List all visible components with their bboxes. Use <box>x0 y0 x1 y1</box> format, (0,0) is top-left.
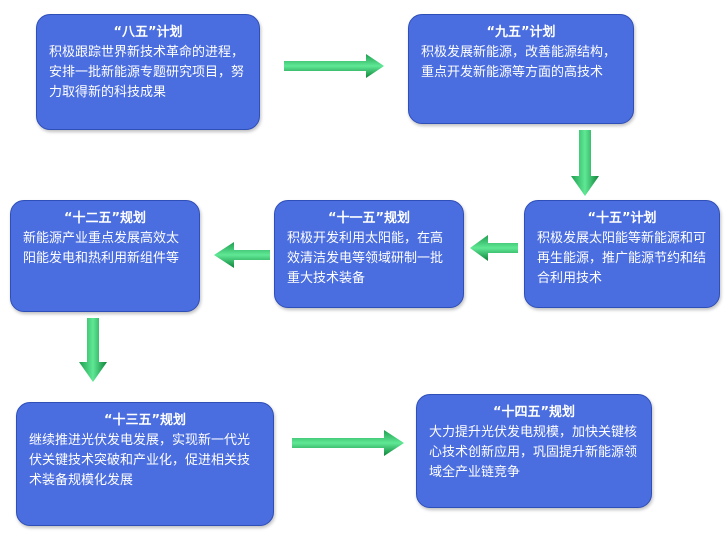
node-title: “八五”计划 <box>113 25 183 40</box>
node-body: 积极开发利用太阳能，在高效清洁发电等领域研制一批重大技术装备 <box>287 231 444 286</box>
node-13th-five-year-plan: “十三五”规划 继续推进光伏发电发展，实现新一代光伏关键技术突破和产业化，促进相… <box>16 402 274 526</box>
arrow-down-2 <box>79 318 107 382</box>
node-title: “九五”计划 <box>486 25 556 40</box>
arrow-left-2 <box>214 242 270 268</box>
node-11th-five-year-plan: “十一五”规划 积极开发利用太阳能，在高效清洁发电等领域研制一批重大技术装备 <box>274 200 464 308</box>
node-body: 积极发展太阳能等新能源和可再生能源，推广能源节约和结合利用技术 <box>537 231 707 286</box>
node-8th-five-year-plan: “八五”计划 积极跟踪世界新技术革命的进程，安排一批新能源专题研究项目，努力取得… <box>36 14 260 130</box>
arrow-right-1 <box>284 54 384 78</box>
node-title: “十五”计划 <box>587 211 657 226</box>
node-14th-five-year-plan: “十四五”规划 大力提升光伏发电规模，加快关键核心技术创新应用，巩固提升新能源领… <box>416 394 652 508</box>
node-title: “十一五”规划 <box>327 211 411 226</box>
node-title: “十三五”规划 <box>103 413 187 428</box>
node-body: 积极跟踪世界新技术革命的进程，安排一批新能源专题研究项目，努力取得新的科技成果 <box>49 45 245 100</box>
node-title: “十四五”规划 <box>492 405 576 420</box>
node-9th-five-year-plan: “九五”计划 积极发展新能源，改善能源结构，重点开发新能源等方面的高技术 <box>408 14 634 124</box>
arrow-down-1 <box>571 130 599 196</box>
node-body: 继续推进光伏发电发展，实现新一代光伏关键技术突破和产业化，促进相关技术装备规模化… <box>29 433 251 488</box>
node-10th-five-year-plan: “十五”计划 积极发展太阳能等新能源和可再生能源，推广能源节约和结合利用技术 <box>524 200 720 308</box>
node-12th-five-year-plan: “十二五”规划 新能源产业重点发展高效太阳能发电和热利用新组件等 <box>10 200 200 312</box>
node-body: 积极发展新能源，改善能源结构，重点开发新能源等方面的高技术 <box>421 45 617 80</box>
node-body: 新能源产业重点发展高效太阳能发电和热利用新组件等 <box>23 231 180 266</box>
node-title: “十二五”规划 <box>63 211 147 226</box>
arrow-left-1 <box>470 235 518 261</box>
node-body: 大力提升光伏发电规模，加快关键核心技术创新应用，巩固提升新能源领域全产业链竞争 <box>429 425 638 480</box>
arrow-right-2 <box>292 430 404 456</box>
